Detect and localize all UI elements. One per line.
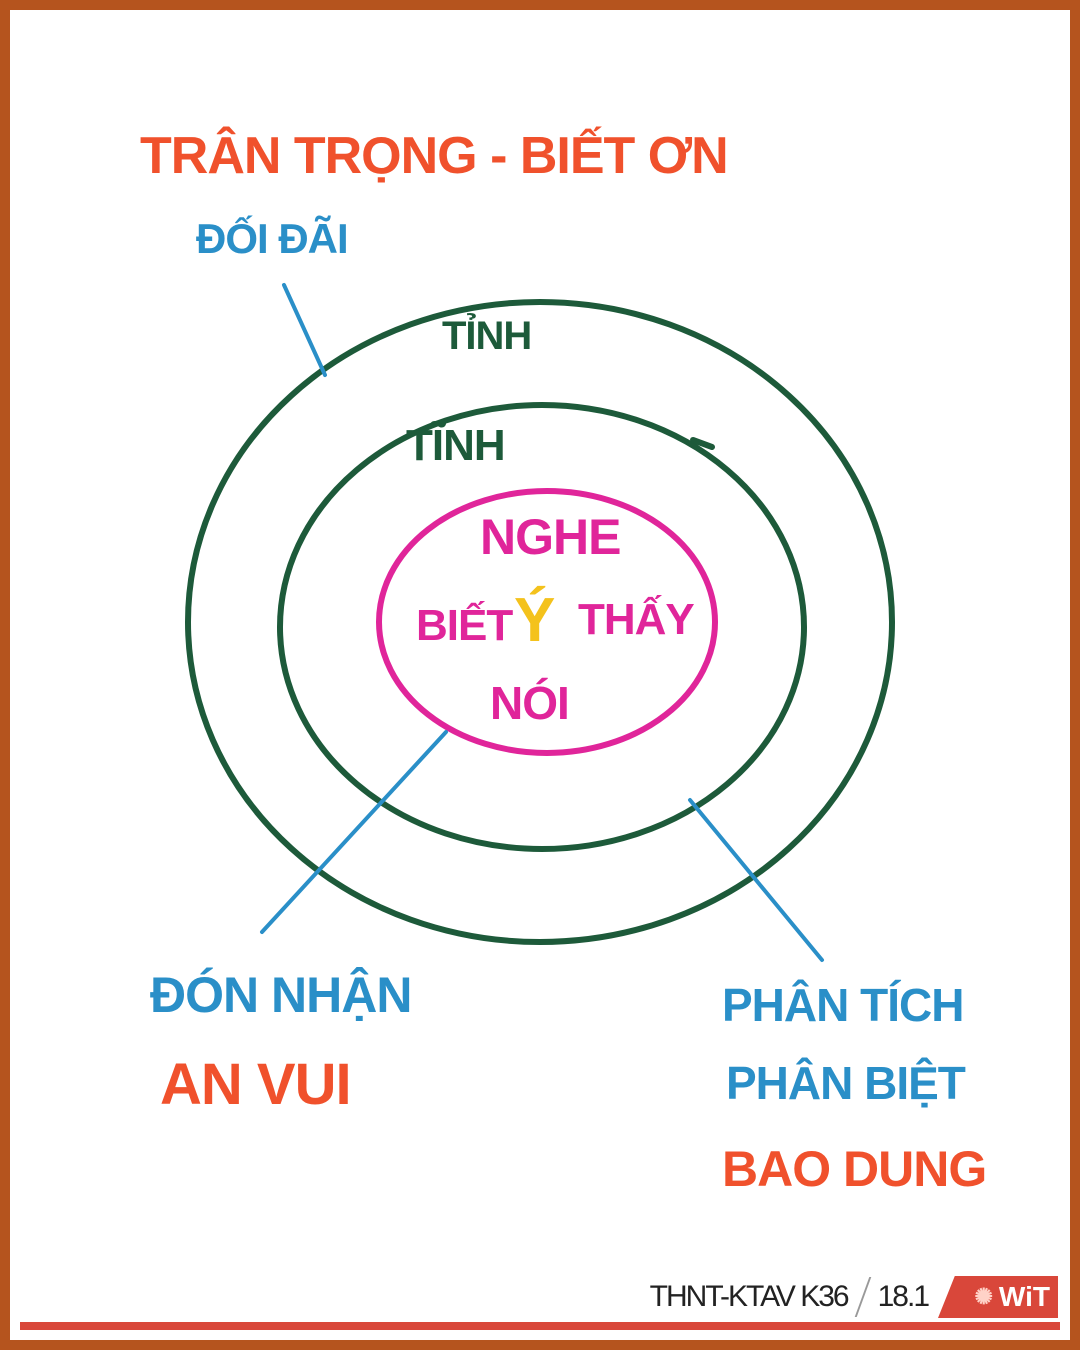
label-bao-dung: BAO DUNG [722, 1141, 987, 1197]
logo-text: WiT [998, 1281, 1050, 1312]
connector-bottom-right [688, 798, 824, 962]
label-phan-biet: PHÂN BIỆT [726, 1057, 966, 1109]
label-phan-tich: PHÂN TÍCH [722, 979, 964, 1031]
concentric-circles-diagram [185, 283, 895, 962]
connector-top [282, 283, 327, 377]
label-thay: THẤY [578, 595, 695, 644]
sun-icon: ✺ [974, 1284, 993, 1309]
course-code: THNT-KTAV K36 [649, 1280, 850, 1313]
middle-ring [277, 402, 807, 852]
label-doi-dai: ĐỐI ĐÃI [196, 215, 349, 262]
footer-bar [20, 1322, 1060, 1330]
label-y: Ý [514, 586, 555, 655]
inner-ring [376, 488, 718, 756]
outer-ring [185, 299, 895, 945]
middle-ring-tick [690, 437, 715, 450]
label-tran-trong-biet-on: TRÂN TRỌNG - BIẾT ƠN [140, 127, 729, 185]
label-an-vui: AN VUI [160, 1052, 352, 1117]
label-tinh-middle: TĨNH [406, 421, 506, 470]
page-number: 18.1 [877, 1280, 930, 1313]
label-don-nhan: ĐÓN NHẬN [150, 967, 412, 1023]
label-biet: BIẾT [416, 601, 513, 650]
wit-logo: ✺ WiT [938, 1276, 1058, 1318]
label-nghe: NGHE [480, 509, 621, 565]
footer: THNT-KTAV K36 18.1 ✺ WiT [650, 1274, 1058, 1320]
label-tinh-outer: TỈNH [442, 314, 532, 358]
label-noi: NÓI [490, 677, 570, 729]
connector-bottom-left [260, 730, 448, 934]
